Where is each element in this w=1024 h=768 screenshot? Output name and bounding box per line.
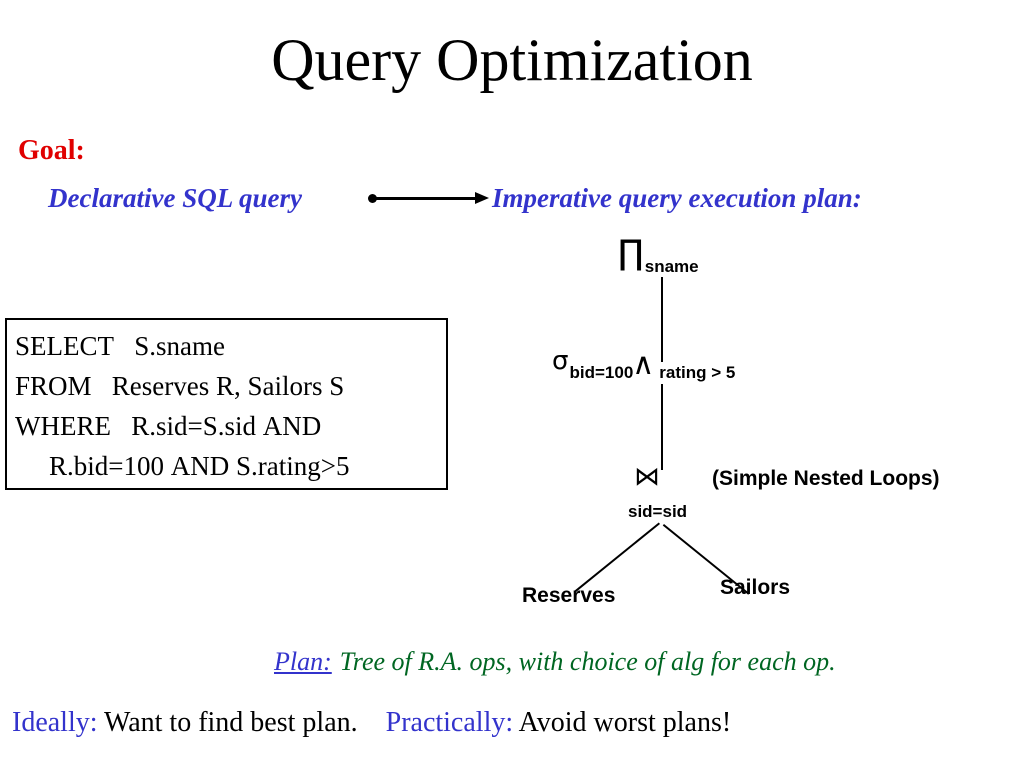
selection-condition-right: rating > 5	[659, 363, 736, 382]
plan-leaf-sailors: Sailors	[720, 576, 791, 599]
goal-label: Goal:	[18, 135, 85, 166]
practically-label: Practically:	[385, 707, 514, 738]
sql-keyword-where: WHERE	[15, 411, 111, 441]
join-operator-icon: ⋈	[634, 462, 660, 492]
declarative-sql-query-label: Declarative SQL query	[48, 183, 302, 213]
plan-description-text: Tree of R.A. ops, with choice of alg for…	[339, 647, 836, 676]
ideally-practically-line: Ideally: Want to find best plan. Practic…	[12, 705, 731, 741]
logical-and-icon: ∧	[632, 347, 655, 382]
sql-query-box: SELECT S.sname FROM Reserves R, Sailors …	[5, 318, 448, 490]
imperative-query-execution-plan-label: Imperative query execution plan:	[492, 183, 862, 213]
plan-definition-line: Plan:Tree of R.A. ops, with choice of al…	[274, 645, 836, 679]
plan-node-join: ⋈	[634, 464, 660, 490]
arrow-right-icon	[368, 191, 492, 205]
transformation-row: Declarative SQL query Imperative query e…	[48, 181, 1008, 215]
selection-operator-icon: σ	[552, 346, 569, 376]
sql-line-from: FROM Reserves R, Sailors S	[15, 366, 442, 406]
projection-subscript: sname	[644, 257, 699, 276]
sql-where-predicate-3: S.rating>5	[236, 451, 350, 481]
join-condition-label: sid=sid	[628, 502, 688, 521]
sql-line-select: SELECT S.sname	[15, 326, 442, 366]
sql-line-where: WHERE R.sid=S.sid AND	[15, 406, 442, 446]
ideally-text: Want to find best plan.	[104, 707, 358, 738]
selection-condition-left: bid=100	[569, 363, 634, 382]
plan-term-label: Plan:	[274, 647, 332, 676]
tree-edge-selection-join	[661, 384, 663, 470]
tree-edge-join-reserves	[574, 522, 660, 592]
practically-text: Avoid worst plans!	[518, 707, 732, 738]
sql-from-list: Reserves R, Sailors S	[111, 371, 345, 401]
plan-node-selection: σbid=100∧ rating > 5	[552, 342, 735, 382]
sql-line-where-continued: R.bid=100 AND S.rating>5	[15, 446, 442, 486]
sql-query-text: SELECT S.sname FROM Reserves R, Sailors …	[15, 326, 442, 486]
sql-where-predicate-2: R.bid=100	[49, 451, 164, 481]
projection-operator-icon: ∏	[618, 233, 644, 273]
plan-leaf-reserves: Reserves	[522, 584, 616, 607]
arrow-head	[475, 192, 489, 204]
ideally-label: Ideally:	[12, 707, 98, 738]
sql-keyword-from: FROM	[15, 371, 92, 401]
arrow-shaft	[375, 197, 478, 200]
page-title: Query Optimization	[271, 27, 753, 93]
query-execution-plan-tree: ∏sname σbid=100∧ rating > 5 ⋈ sid=sid (S…	[500, 232, 1024, 632]
tree-edge-projection-selection	[661, 277, 663, 362]
sql-keyword-and-2: AND	[170, 451, 230, 481]
plan-node-projection: ∏sname	[618, 233, 699, 276]
join-algorithm-label: (Simple Nested Loops)	[712, 467, 940, 490]
sql-select-list: S.sname	[134, 331, 225, 361]
arrow-tail-dot	[368, 194, 377, 203]
sql-keyword-and-1: AND	[262, 411, 322, 441]
sql-where-predicate-1: R.sid=S.sid	[131, 411, 257, 441]
sql-keyword-select: SELECT	[15, 331, 114, 361]
